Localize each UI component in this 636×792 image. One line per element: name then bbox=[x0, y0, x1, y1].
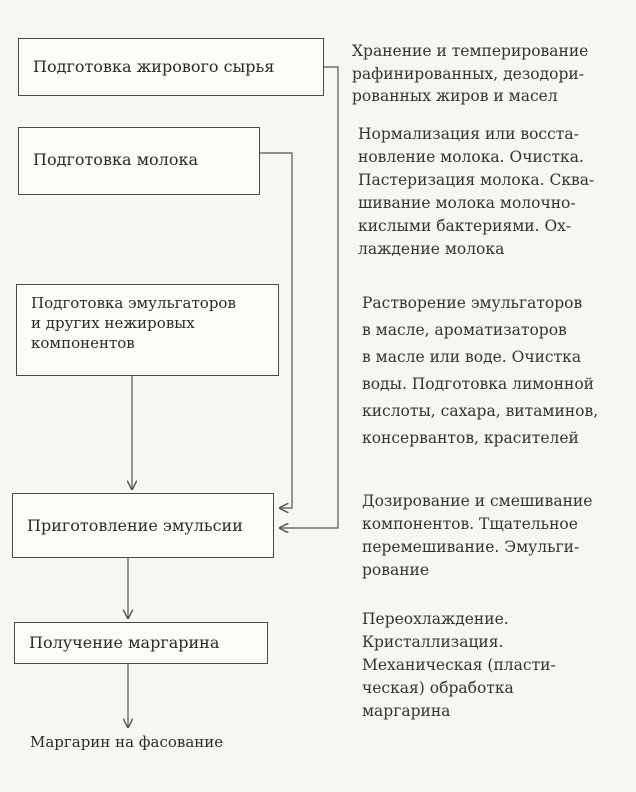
output-label: Маргарин на фасование bbox=[30, 733, 224, 751]
connector-milk-to-emulsion bbox=[260, 152, 293, 508]
connector-fat-to-emulsion bbox=[280, 66, 339, 528]
stage-box-emulsifiers-preparation: Подготовка эмульгаторов и других нежиров… bbox=[16, 284, 279, 376]
description-emulsifiers-preparation: Растворение эмульгаторов в масле, аромат… bbox=[362, 294, 599, 447]
description-emulsion-making: Дозирование и смешивание компонентов. Тщ… bbox=[362, 492, 593, 579]
stage-box-margarine-production: Получение маргарина bbox=[14, 622, 268, 664]
stage-box-milk-preparation: Подготовка молока bbox=[18, 127, 260, 195]
stage-box-fat-raw-material: Подготовка жирового сырья bbox=[18, 38, 324, 96]
description-margarine-production: Переохлаждение. Кристаллизация. Механиче… bbox=[362, 610, 556, 720]
description-milk-preparation: Нормализация или восста- новление молока… bbox=[358, 125, 595, 258]
stage-box-emulsion-making: Приготовление эмульсии bbox=[12, 493, 274, 558]
description-fat-raw-material: Хранение и темперирование рафинированных… bbox=[352, 42, 589, 105]
